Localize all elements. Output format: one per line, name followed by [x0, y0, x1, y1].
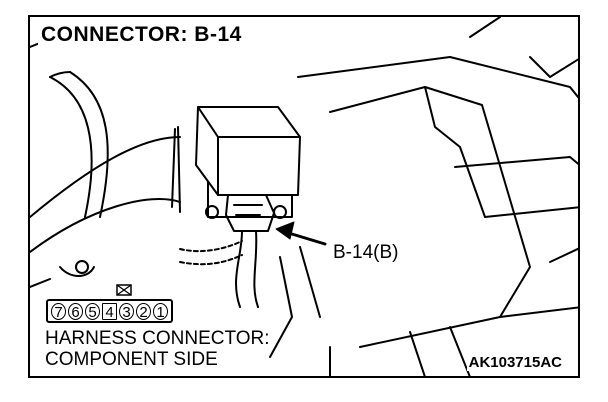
callout-label: B-14(B) [331, 242, 401, 264]
connector-pin: 7 [51, 302, 66, 321]
wire-harness [235, 230, 243, 308]
mount-bolt-left [205, 205, 219, 219]
connector-pin: 4 [102, 302, 117, 321]
connector-pin: 2 [136, 302, 151, 321]
connector-pin: 5 [85, 302, 100, 321]
connector-pin: 3 [119, 302, 134, 321]
figure-title: CONNECTOR: B-14 [38, 23, 245, 47]
air-cleaner-outline [297, 56, 578, 99]
caption-line-1: HARNESS CONNECTOR: [43, 328, 272, 349]
intake-duct [30, 136, 181, 218]
figure-code: AK103715AC [466, 354, 564, 371]
connector-pin: 6 [68, 302, 83, 321]
left-hose [49, 76, 93, 218]
caption-line-2: COMPONENT SIDE [43, 349, 220, 370]
connector-pin: 1 [153, 302, 168, 321]
sensor-body [195, 106, 301, 196]
connector-lock-tab-icon [116, 284, 132, 296]
connector-b14 [225, 194, 275, 232]
engine-bay-line-drawing [30, 17, 578, 376]
callout-arrowhead [275, 221, 295, 240]
